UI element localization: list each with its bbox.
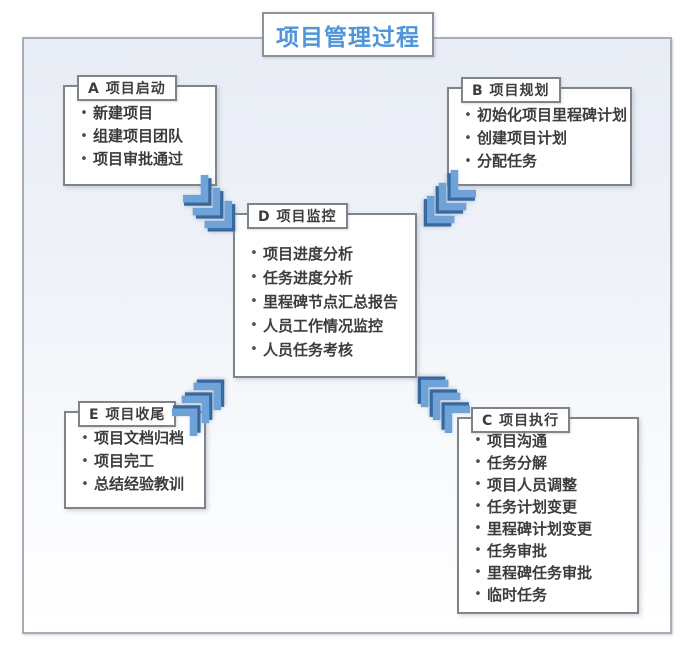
list-item: • 项目完工 xyxy=(76,450,198,473)
list-item: • 里程碑计划变更 xyxy=(469,518,631,540)
list-item-text: 创建项目计划 xyxy=(477,129,568,147)
list-item: • 创建项目计划 xyxy=(459,127,624,150)
list-item-text: 总结经验教训 xyxy=(94,475,185,493)
chevron-icon xyxy=(172,379,225,436)
list-item: • 组建项目团队 xyxy=(75,125,209,148)
chevron-icon xyxy=(423,170,476,227)
bullet-icon: • xyxy=(250,246,258,261)
box-project-execution: C 项目执行 •项目沟通•任务分解•项目人员调整•任务计划变更•里程碑计划变更•… xyxy=(457,407,639,614)
chevron-arrow-closing-to-monitoring-icon xyxy=(172,377,228,439)
box-header-label: A 项目启动 xyxy=(88,81,166,97)
box-header-label: E 项目收尾 xyxy=(89,407,166,423)
box-header-execution: C 项目执行 xyxy=(471,407,571,433)
box-project-planning: B 项目规划 • 初始化项目里程碑计划 • 创建项目计划 • 分配任务 xyxy=(447,77,632,186)
list-item-text: 项目文档归档 xyxy=(94,429,185,447)
bullet-icon: • xyxy=(250,294,258,309)
list-item: • 项目人员调整 xyxy=(469,474,631,496)
chevron-arrow-planning-to-monitoring-icon xyxy=(420,167,476,229)
list-item: • 总结经验教训 xyxy=(76,473,198,496)
chevron-arrow-execution-to-monitoring-icon xyxy=(414,374,470,436)
list-item: • 项目审批通过 xyxy=(75,148,209,171)
list-item: • 人员任务考核 xyxy=(245,338,409,362)
initiation-item-list: • 新建项目 • 组建项目团队 • 项目审批通过 xyxy=(65,102,215,171)
list-item-text: 任务审批 xyxy=(487,542,548,560)
box-header-closing: E 项目收尾 xyxy=(78,401,177,427)
box-header-planning: B 项目规划 xyxy=(461,77,561,103)
monitoring-item-list: • 项目进度分析 • 任务进度分析 • 里程碑节点汇总报告 • 人员工作情况监控 • 人员任务考核 xyxy=(235,242,415,362)
bullet-icon: • xyxy=(80,129,88,144)
bullet-icon: • xyxy=(464,131,472,146)
list-item: • 项目沟通 xyxy=(469,430,631,452)
bullet-icon: • xyxy=(474,455,482,470)
list-item-text: 任务进度分析 xyxy=(263,269,354,287)
list-item-text: 组建项目团队 xyxy=(93,127,184,145)
bullet-icon: • xyxy=(464,108,472,123)
bullet-icon: • xyxy=(250,342,258,357)
list-item: • 任务审批 xyxy=(469,540,631,562)
bullet-icon: • xyxy=(474,543,482,558)
box-project-initiation: A 项目启动 • 新建项目 • 组建项目团队 • 项目审批通过 xyxy=(63,75,217,186)
list-item: • 临时任务 xyxy=(469,584,631,606)
diagram-title-box: 项目管理过程 xyxy=(262,12,434,57)
bullet-icon: • xyxy=(250,270,258,285)
list-item-text: 任务分解 xyxy=(487,454,548,472)
list-item-text: 初始化项目里程碑计划 xyxy=(477,106,628,124)
closing-item-list: • 项目文档归档 • 项目完工 • 总结经验教训 xyxy=(66,427,204,496)
list-item-text: 新建项目 xyxy=(93,104,154,122)
list-item-text: 项目完工 xyxy=(94,452,155,470)
list-item: • 里程碑任务审批 xyxy=(469,562,631,584)
list-item-text: 任务计划变更 xyxy=(487,498,578,516)
bullet-icon: • xyxy=(474,499,482,514)
bullet-icon: • xyxy=(250,318,258,333)
box-project-monitoring: D 项目监控 • 项目进度分析 • 任务进度分析 • 里程碑节点汇总报告 • 人员工作情况监控… xyxy=(233,203,417,378)
list-item-text: 临时任务 xyxy=(487,586,548,604)
list-item-text: 项目进度分析 xyxy=(263,245,354,263)
page-title: 项目管理过程 xyxy=(276,24,420,51)
box-header-label: C 项目执行 xyxy=(482,413,560,429)
execution-item-list: • 项目沟通 • 任务分解 • 项目人员调整 • 任务计划变更 • 里程碑计划变更 • 任务审批 • 里程… xyxy=(459,430,637,606)
list-item: • 分配任务 xyxy=(459,150,624,173)
bullet-icon: • xyxy=(474,587,482,602)
list-item-text: 里程碑节点汇总报告 xyxy=(263,293,399,311)
list-item: • 任务分解 xyxy=(469,452,631,474)
bullet-icon: • xyxy=(81,477,89,492)
bullet-icon: • xyxy=(474,565,482,580)
list-item: • 新建项目 xyxy=(75,102,209,125)
list-item-text: 里程碑任务审批 xyxy=(487,564,593,582)
list-item-text: 里程碑计划变更 xyxy=(487,520,593,538)
list-item: • 里程碑节点汇总报告 xyxy=(245,290,409,314)
list-item-text: 项目沟通 xyxy=(487,432,548,450)
chevron-icon xyxy=(183,175,236,232)
list-item: • 任务计划变更 xyxy=(469,496,631,518)
box-project-closing: E 项目收尾 • 项目文档归档 • 项目完工 • 总结经验教训 xyxy=(64,401,206,509)
bullet-icon: • xyxy=(81,454,89,469)
planning-item-list: • 初始化项目里程碑计划 • 创建项目计划 • 分配任务 xyxy=(449,104,630,173)
list-item-text: 人员任务考核 xyxy=(263,341,354,359)
list-item: • 项目进度分析 xyxy=(245,242,409,266)
list-item: • 人员工作情况监控 xyxy=(245,314,409,338)
bullet-icon: • xyxy=(80,152,88,167)
list-item-text: 人员工作情况监控 xyxy=(263,317,384,335)
bullet-icon: • xyxy=(474,521,482,536)
bullet-icon: • xyxy=(80,106,88,121)
list-item: • 项目文档归档 xyxy=(76,427,198,450)
list-item-text: 项目审批通过 xyxy=(93,150,184,168)
list-item: • 初始化项目里程碑计划 xyxy=(459,104,628,127)
box-header-initiation: A 项目启动 xyxy=(77,75,177,101)
list-item: • 任务进度分析 xyxy=(245,266,409,290)
list-item-text: 项目人员调整 xyxy=(487,476,578,494)
bullet-icon: • xyxy=(81,431,89,446)
bullet-icon: • xyxy=(464,154,472,169)
chevron-icon xyxy=(417,376,470,433)
box-header-label: B 项目规划 xyxy=(472,83,550,99)
box-header-label: D 项目监控 xyxy=(258,209,337,225)
list-item-text: 分配任务 xyxy=(477,152,538,170)
bullet-icon: • xyxy=(474,477,482,492)
box-header-monitoring: D 项目监控 xyxy=(247,203,348,229)
bullet-icon: • xyxy=(474,433,482,448)
chevron-arrow-initiation-to-monitoring-icon xyxy=(183,172,239,234)
